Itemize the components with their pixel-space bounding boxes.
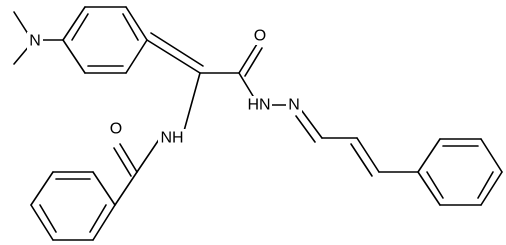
ring1-bond-4	[125, 39, 148, 74]
atom-label-imine-nitrogen: N	[288, 97, 300, 114]
bond-carbonyl-to-nh	[238, 72, 254, 97]
hydrazide-carbonyl	[199, 43, 263, 97]
label-bg-o1	[252, 27, 268, 45]
ring3-bond-3	[480, 138, 503, 173]
bond-n-ch-2	[295, 115, 316, 143]
benzamide-linker	[113, 72, 201, 206]
ring3-bond-6	[417, 171, 441, 206]
label-bg-o2	[108, 120, 124, 138]
vinyl-linker	[146, 32, 204, 74]
bond-ring-to-vinyl	[146, 39, 201, 74]
aminophenyl-ring	[62, 6, 148, 74]
bond-co-to-ring	[114, 171, 138, 206]
hydrazone-chain	[270, 104, 419, 177]
ring2-bond-6	[92, 204, 116, 241]
atom-label-amide-nh: NH	[160, 130, 183, 147]
ring2-inner-2	[39, 204, 57, 233]
ring1-bond-6	[62, 39, 86, 74]
benzoyl-ring	[30, 171, 116, 241]
label-bg-n-imine	[286, 96, 302, 114]
atom-label-benzoyl-oxygen: O	[110, 121, 122, 138]
ring3-inner-3	[426, 171, 444, 199]
bond-n-ch-1	[301, 110, 323, 139]
bond-ch-ch-double-1	[356, 137, 380, 173]
atom-label-carbonyl-oxygen: O	[254, 28, 266, 45]
bond-nh-to-co	[136, 137, 161, 173]
atom-labels: N O HN N NH O	[27, 27, 302, 147]
ring2-inner-3	[89, 204, 107, 233]
atom-label-hydrazide-nh: HN	[247, 97, 270, 114]
ring2-bond-4	[30, 204, 54, 241]
bond-co-2	[244, 47, 263, 77]
ring1-inner-1	[71, 13, 89, 41]
bond-benzoyl-co-1	[119, 143, 138, 173]
label-bg-hn	[246, 96, 272, 114]
ring3-bond-4	[480, 171, 503, 206]
ring3-bond-1	[417, 138, 441, 173]
ring3-inner-2	[477, 171, 494, 199]
bond-benzoyl-co-2	[113, 147, 132, 177]
bond-alpha-to-nh	[183, 72, 201, 132]
label-bg-nh	[158, 129, 186, 147]
ring2-bond-3	[30, 171, 54, 206]
ring1-bond-3	[125, 6, 148, 41]
phenyl-ring-right	[417, 138, 503, 206]
ring1-bond-1	[62, 6, 86, 41]
atom-label-dimethylamino-n: N	[29, 33, 41, 50]
ring1-inner-2	[122, 13, 139, 41]
bond-vinyl-double	[150, 32, 204, 67]
ring2-bond-1	[92, 171, 116, 206]
bond-ch-ch-double-2	[350, 143, 373, 177]
label-bg-n1	[27, 32, 43, 50]
bond-co-1	[238, 43, 258, 74]
